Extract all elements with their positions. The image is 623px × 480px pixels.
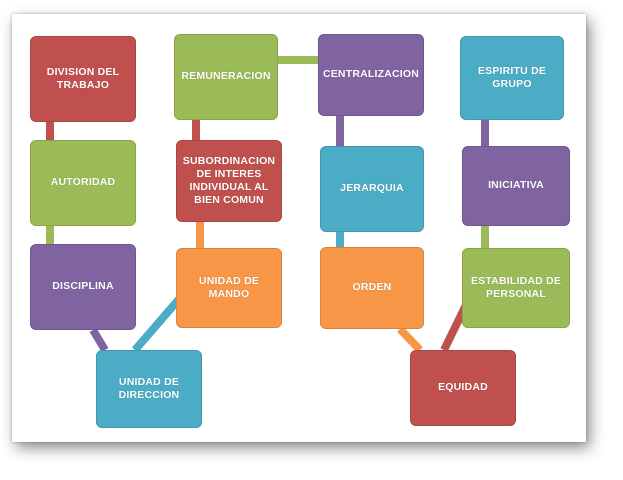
box-iniciativa: INICIATIVA [462,146,570,226]
box-unidad-de-mando: UNIDAD DE MANDO [176,248,282,328]
box-equidad: EQUIDAD [410,350,516,426]
box-autoridad: AUTORIDAD [30,140,136,226]
box-jerarquia: JERARQUIA [320,146,424,232]
box-subordinacion: SUBORDINACION DE INTERES INDIVIDUAL AL B… [176,140,282,222]
box-espiritu-de-grupo: ESPIRITU DE GRUPO [460,36,564,120]
connector-unidad-direccion-unidad-mando [131,295,184,353]
box-orden: ORDEN [320,247,424,329]
box-disciplina: DISCIPLINA [30,244,136,330]
connector-orden-equidad [397,326,423,353]
connector-disciplina-unidad-direccion [89,327,109,353]
box-remuneracion: REMUNERACION [174,34,278,120]
box-centralizacion: CENTRALIZACION [318,34,424,116]
box-estabilidad-de-personal: ESTABILIDAD DE PERSONAL [462,248,570,328]
box-unidad-de-direccion: UNIDAD DE DIRECCION [96,350,202,428]
box-division-del-trabajo: DIVISION DEL TRABAJO [30,36,136,122]
